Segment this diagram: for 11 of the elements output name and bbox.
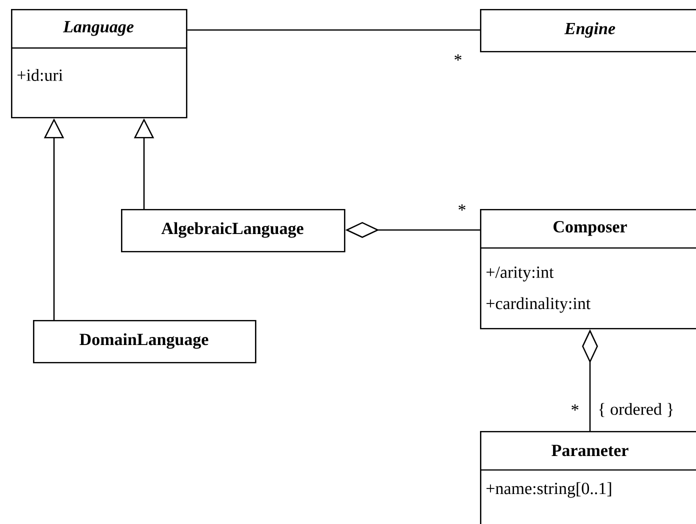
constraint-label: { ordered }	[599, 402, 673, 418]
association-line	[187, 29, 480, 31]
class-box: Engine	[480, 9, 696, 52]
class-box: Parameter +name:string[0..1]	[480, 431, 696, 524]
multiplicity-label: *	[458, 204, 466, 211]
multiplicity-label: *	[454, 54, 462, 61]
class-box: AlgebraicLanguage	[121, 209, 346, 252]
class-box: Composer +/arity:int +cardinality:int	[480, 209, 696, 330]
class-box: DomainLanguage	[33, 320, 256, 364]
class-box: Language +id:uri	[11, 9, 188, 118]
multiplicity-label: *	[572, 404, 578, 411]
